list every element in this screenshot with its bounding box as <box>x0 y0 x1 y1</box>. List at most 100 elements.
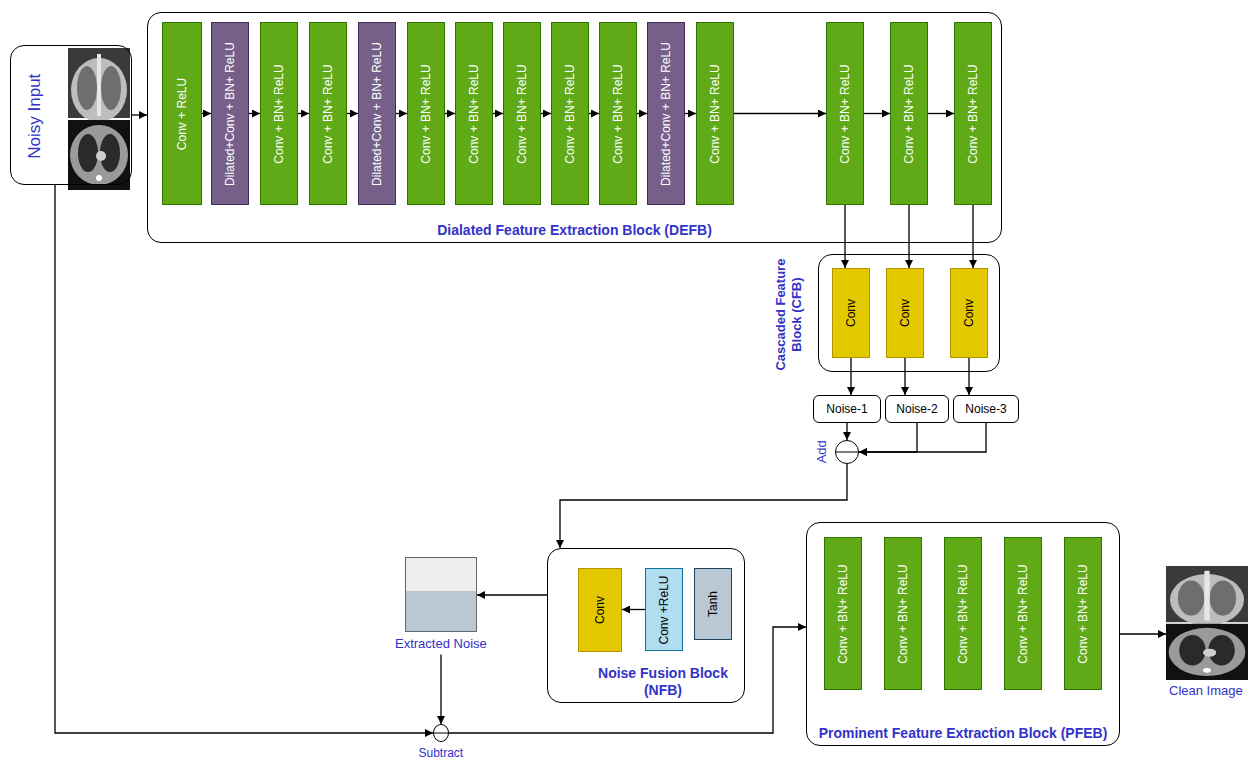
flow-arrow <box>846 423 847 440</box>
flow-arrow <box>968 358 969 395</box>
subtract-symbol <box>434 733 448 734</box>
connector-layer <box>55 114 1166 734</box>
flow-arrow <box>864 113 890 114</box>
relu-layer: Conv +ReLU <box>645 568 683 651</box>
noise-map: Extracted Noise <box>405 557 477 632</box>
noise-label: Noise-2 <box>896 402 937 416</box>
dilated-conv-layer: Dilated+Conv + BN+ ReLU <box>358 22 396 205</box>
flow-arrow <box>445 113 455 114</box>
conv-layer: Conv + BN+ ReLU <box>884 537 922 690</box>
flow-arrow <box>55 185 433 733</box>
output-image: Clean Image <box>1166 566 1248 680</box>
layer-label: Conv <box>593 596 607 624</box>
flow-arrow <box>972 205 973 268</box>
add-symbol <box>836 452 858 453</box>
input-label: Noisy Input <box>25 74 45 159</box>
flow-arrow <box>477 594 547 595</box>
flow-arrow <box>132 114 147 115</box>
conv-layer: Conv + BN+ ReLU <box>954 22 992 205</box>
layer-label: Conv + BN+ ReLU <box>515 64 529 163</box>
flow-arrow <box>440 655 441 724</box>
noisy-scan-image <box>68 48 130 190</box>
noise-label: Noise-1 <box>826 402 867 416</box>
layer-label: Conv + BN+ ReLU <box>836 564 850 663</box>
layer-label: Conv + BN+ ReLU <box>1016 564 1030 663</box>
block-heading: Noise Fusion Block (NFB) <box>588 665 738 699</box>
noise-output-box: Noise-1 <box>813 395 881 423</box>
layer-label: Conv + BN+ ReLU <box>838 64 852 163</box>
layer-label: Conv + BN+ ReLU <box>467 64 481 163</box>
flow-arrow <box>347 113 358 114</box>
conv-layer: Conv + BN+ ReLU <box>826 22 864 205</box>
conv-layer: Conv <box>578 568 622 652</box>
layer-label: Conv + BN+ ReLU <box>708 64 722 163</box>
layer-label: Conv + ReLU <box>175 77 189 149</box>
layer-label: Conv + BN+ ReLU <box>321 64 335 163</box>
tanh-layer: Tanh <box>694 568 732 640</box>
flow-arrow <box>560 464 847 548</box>
flow-arrow <box>908 205 909 268</box>
flow-arrow <box>637 113 647 114</box>
image-caption: Clean Image <box>1169 683 1243 699</box>
block-heading: Prominent Feature Extraction Block (PFEB… <box>817 725 1109 742</box>
flow-arrow <box>449 627 806 733</box>
flow-arrow <box>850 358 851 395</box>
layer-label: Dilated+Conv + BN+ ReLU <box>659 42 673 186</box>
layer-label: Conv <box>898 299 912 327</box>
conv-layer: Conv + ReLU <box>162 22 202 205</box>
layer-label: Conv + BN+ ReLU <box>896 564 910 663</box>
conv-layer: Conv <box>950 268 988 358</box>
flow-arrow <box>928 113 954 114</box>
layer-label: Conv + BN+ ReLU <box>272 64 286 163</box>
layer-label: Conv + BN+ ReLU <box>611 64 625 163</box>
clean-scan-image <box>1166 566 1248 680</box>
layer-label: Dilated+Conv + BN+ ReLU <box>223 42 237 186</box>
layer-label: Conv <box>962 299 976 327</box>
conv-layer: Conv + BN+ ReLU <box>309 22 347 205</box>
layer-label: Conv <box>844 299 858 327</box>
op-label: Subtract <box>419 746 464 760</box>
conv-layer: Conv + BN+ ReLU <box>599 22 637 205</box>
layer-label: Conv +ReLU <box>657 575 671 644</box>
layer-label: Dilated+Conv + BN+ ReLU <box>370 42 384 186</box>
flow-arrow <box>249 113 260 114</box>
flow-arrow <box>202 113 211 114</box>
block-heading: Cascaded Feature Block (CFB) <box>773 252 804 376</box>
flow-arrow <box>493 113 503 114</box>
flow-arrow <box>589 113 599 114</box>
flow-arrow <box>685 113 696 114</box>
dilated-conv-layer: Dilated+Conv + BN+ ReLU <box>647 22 685 205</box>
image-caption: Extracted Noise <box>395 636 487 652</box>
layer-label: Conv + BN+ ReLU <box>1076 564 1090 663</box>
flow-arrow <box>859 423 917 452</box>
add-junction: Add <box>835 440 859 464</box>
flow-arrow <box>734 113 826 114</box>
flow-arrow <box>844 205 845 268</box>
conv-layer: Conv <box>886 268 924 358</box>
conv-layer: Conv + BN+ ReLU <box>260 22 298 205</box>
flow-arrow <box>859 423 986 452</box>
conv-layer: Conv + BN+ ReLU <box>407 22 445 205</box>
layer-label: Tanh <box>706 591 720 617</box>
flow-arrow <box>622 609 645 610</box>
conv-layer: Conv + BN+ ReLU <box>696 22 734 205</box>
flow-arrow <box>396 113 407 114</box>
conv-layer: Conv + BN+ ReLU <box>503 22 541 205</box>
flow-arrow <box>904 358 905 395</box>
op-label: Add <box>813 440 829 463</box>
flow-arrow <box>541 113 551 114</box>
block-container: Noise Fusion Block (NFB) Conv Conv +ReLU Ta… <box>547 548 745 703</box>
block-container: Dialated Feature Extraction Block (DEFB)… <box>147 12 1002 243</box>
subtract-junction: Subtract <box>433 724 449 742</box>
layer-label: Conv + BN+ ReLU <box>956 564 970 663</box>
noise-output-box: Noise-2 <box>885 395 949 423</box>
conv-layer: Conv + BN+ ReLU <box>890 22 928 205</box>
noise-output-box: Noise-3 <box>953 395 1019 423</box>
flow-arrow <box>298 113 309 114</box>
dilated-conv-layer: Dilated+Conv + BN+ ReLU <box>211 22 249 205</box>
layer-label: Conv + BN+ ReLU <box>902 64 916 163</box>
block-heading: Dialated Feature Extraction Block (DEFB) <box>158 222 991 239</box>
conv-layer: Conv + BN+ ReLU <box>455 22 493 205</box>
flow-arrow <box>1120 633 1166 634</box>
